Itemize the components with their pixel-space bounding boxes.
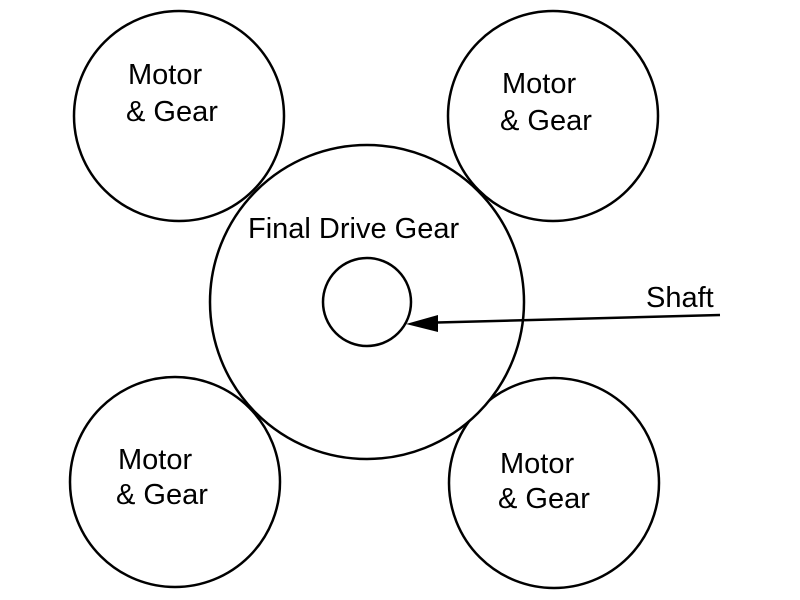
motor-gear-bottom-left — [68, 375, 282, 589]
motor-label-bottom-left-line1: Motor — [118, 444, 192, 476]
motor-gear-bottom-right — [447, 376, 661, 590]
motor-label-bottom-left-line2: & Gear — [116, 479, 208, 511]
motor-label-bottom-right-line1: Motor — [500, 448, 574, 480]
final-drive-gear — [208, 143, 526, 461]
motor-label-top-left-line2: & Gear — [126, 96, 218, 128]
shaft-label: Shaft — [646, 282, 714, 314]
shaft-circle — [321, 256, 413, 348]
motor-gear-top-right — [446, 9, 660, 223]
final-drive-gear-label: Final Drive Gear — [248, 213, 459, 245]
motor-label-top-left-line1: Motor — [128, 59, 202, 91]
shaft-arrowhead — [406, 315, 438, 332]
motor-label-top-right-line2: & Gear — [500, 105, 592, 137]
motor-label-bottom-right-line2: & Gear — [498, 483, 590, 515]
shaft-pointer-line — [417, 313, 721, 325]
motor-label-top-right-line1: Motor — [502, 68, 576, 100]
motor-gear-top-left — [72, 9, 286, 223]
